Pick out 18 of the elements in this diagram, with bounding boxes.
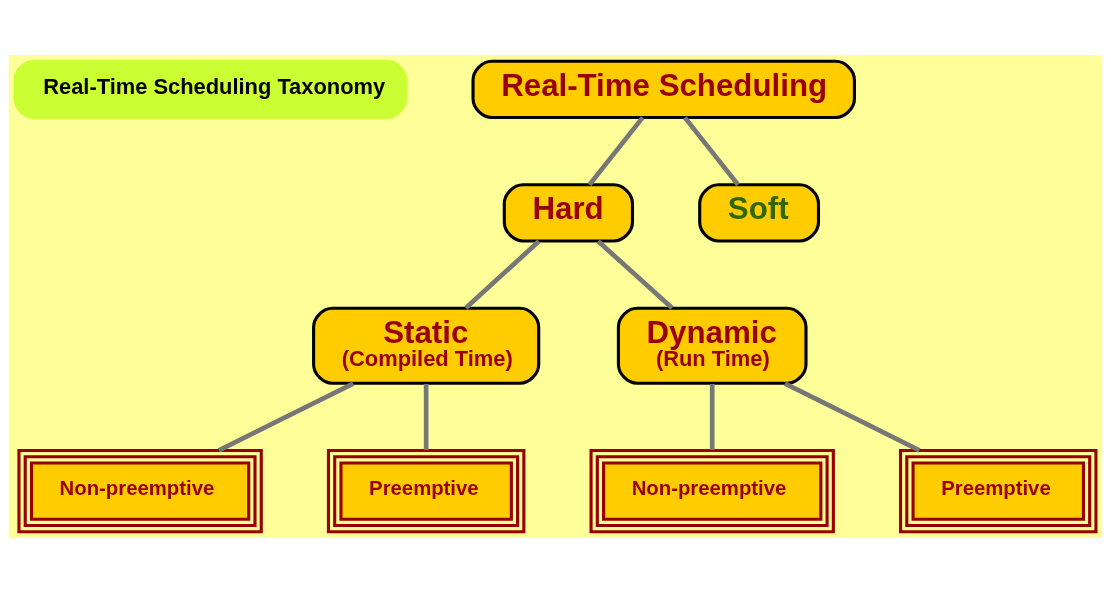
connector — [423, 383, 429, 450]
connector — [709, 383, 715, 450]
node-box: Dynamic (Run Time) — [616, 306, 808, 385]
connector — [784, 380, 921, 452]
node-box: Static (Compiled Time) — [312, 306, 541, 385]
node-box: Hard — [502, 182, 635, 243]
connector — [217, 380, 355, 452]
node-box: Preemptive — [899, 448, 1098, 533]
node-box: Non-preemptive — [17, 448, 263, 533]
node-box: Real-Time Scheduling — [471, 59, 856, 119]
connector — [587, 115, 645, 186]
connector — [596, 239, 674, 310]
node-box: Real-Time Scheduling Taxonomy — [13, 59, 408, 119]
connector — [464, 239, 541, 310]
node-box: Preemptive — [326, 448, 526, 533]
connector — [683, 115, 740, 186]
node-box: Soft — [698, 182, 821, 243]
node-box: Non-preemptive — [589, 448, 835, 533]
